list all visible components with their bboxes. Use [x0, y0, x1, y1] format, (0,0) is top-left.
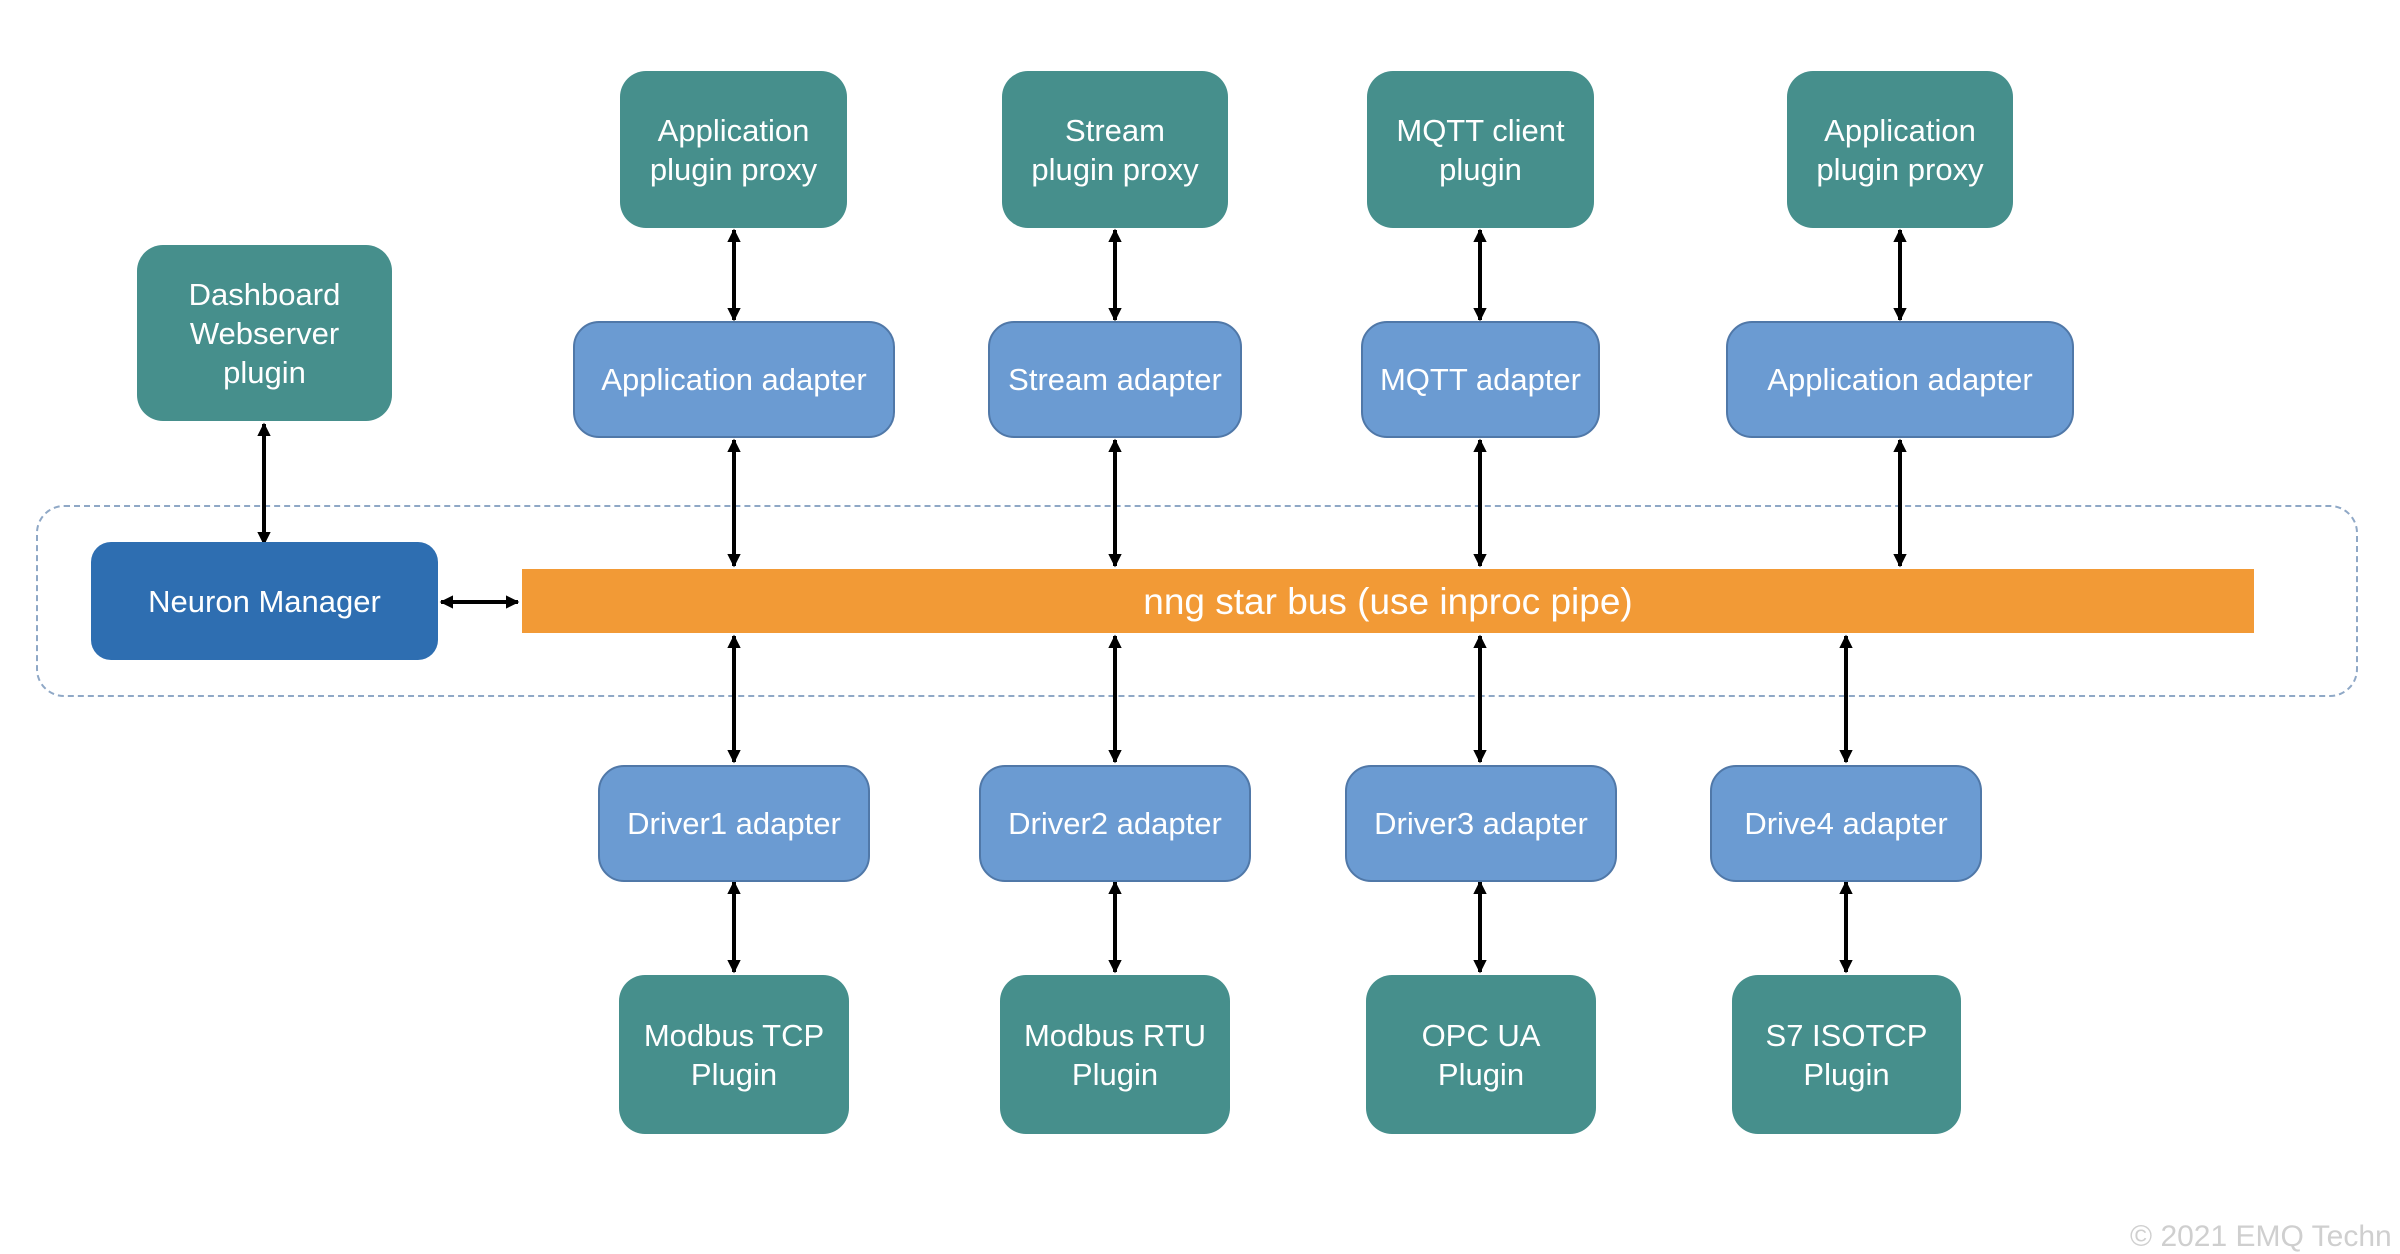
north-plugin-3: MQTT client plugin	[1367, 71, 1594, 228]
neuron-core-boundary	[36, 505, 2358, 697]
north-adapter-2: Stream adapter	[988, 321, 1242, 438]
south-plugin-3: OPC UA Plugin	[1366, 975, 1596, 1134]
south-adapter-1: Driver1 adapter	[598, 765, 870, 882]
south-plugin-1: Modbus TCP Plugin	[619, 975, 849, 1134]
south-plugin-4: S7 ISOTCP Plugin	[1732, 975, 1961, 1134]
north-adapter-3: MQTT adapter	[1361, 321, 1600, 438]
nng-star-bus: nng star bus (use inproc pipe)	[522, 569, 2254, 633]
north-plugin-1: Application plugin proxy	[620, 71, 847, 228]
north-plugin-4: Application plugin proxy	[1787, 71, 2013, 228]
north-adapter-4: Application adapter	[1726, 321, 2074, 438]
south-plugin-2: Modbus RTU Plugin	[1000, 975, 1230, 1134]
copyright-text: © 2021 EMQ Techn	[2130, 1220, 2392, 1253]
south-adapter-4: Drive4 adapter	[1710, 765, 1982, 882]
south-adapter-2: Driver2 adapter	[979, 765, 1251, 882]
south-adapter-3: Driver3 adapter	[1345, 765, 1617, 882]
north-plugin-2: Stream plugin proxy	[1002, 71, 1228, 228]
north-adapter-1: Application adapter	[573, 321, 895, 438]
neuron-manager: Neuron Manager	[91, 542, 438, 660]
dashboard-webserver-plugin: Dashboard Webserver plugin	[137, 245, 392, 421]
